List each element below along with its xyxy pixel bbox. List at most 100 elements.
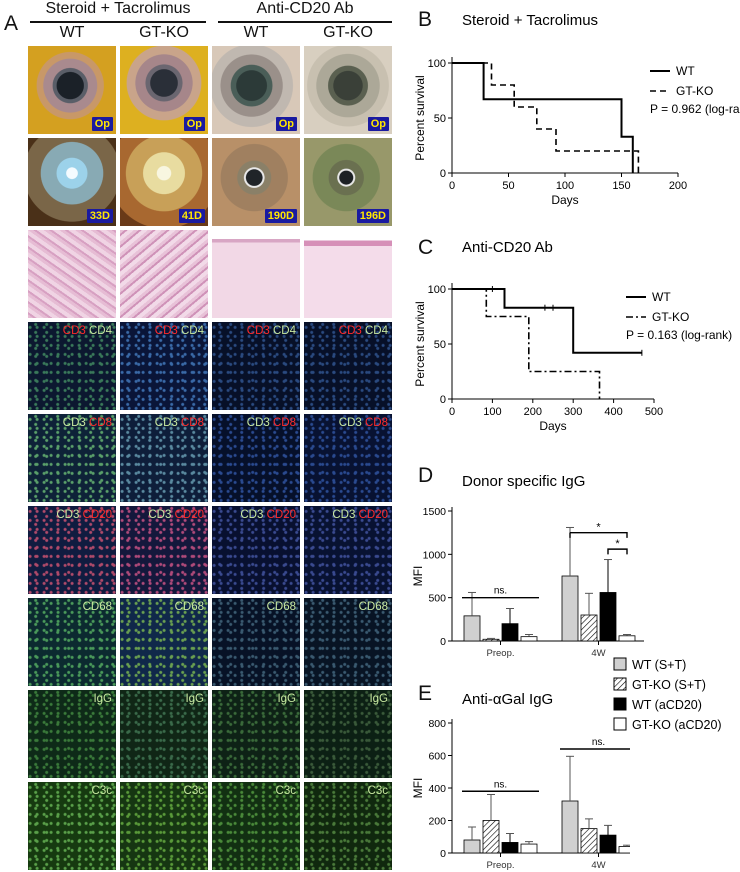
photo-tag: Op [91,117,113,131]
x-axis-label: Days [539,419,566,433]
stain-marker: CD68 [82,601,112,613]
y-tick-label: 50 [434,113,446,125]
y-tick-label: 0 [440,636,446,648]
photo-tag: 190D [264,209,297,223]
x-tick-label: 100 [483,406,501,418]
fluorescence-image: CD68 [304,598,392,686]
y-tick-label: 200 [428,816,446,828]
stain-marker: CD3 [240,509,264,521]
stain-marker: CD20 [79,509,112,521]
histology-he-gtko-acd20 [304,230,392,318]
bar-gt-ko-acd20- [520,636,538,642]
significance-label: * [615,538,620,550]
fluorescence-image: C3c [120,782,208,870]
survival-curve-gt-ko [452,288,601,399]
bar-wt-acd20- [501,623,519,642]
fluorescence-image: CD3 CD20 [120,506,208,594]
photo-tag: 33D [86,209,113,223]
stain-marker: CD4 [85,325,112,337]
chart-title: Anti-αGal IgG [462,691,553,708]
x-tick-label: 300 [564,406,582,418]
photo-tag: Op [183,117,205,131]
stain-marker: CD8 [85,417,112,429]
x-tick-label: Preop. [487,648,515,659]
x-tick-label: 500 [645,406,663,418]
stain-marker: CD20 [171,509,204,521]
y-tick-label: 800 [428,718,446,730]
stain-marker: CD3 [246,325,270,337]
histology-he-wt-st [28,230,116,318]
fluorescence-image: IgG [120,690,208,778]
legend-label: WT [676,64,695,78]
group-header-antiCD20: Anti-CD20 Ab [256,0,354,17]
chart-title: Donor specific IgG [462,473,585,490]
histology-he-gtko-st [120,230,208,318]
stain-label: CD3 CD8 [247,417,296,429]
photo-tag: Op [367,117,389,131]
fluorescence-image: CD3 CD8 [120,414,208,502]
column-label-gtko-st: GT-KO [139,24,189,41]
stain-marker: CD68 [358,601,388,613]
stain-marker: C3c [275,785,296,797]
stain-marker: CD3 [246,417,270,429]
stain-marker: CD3 [154,417,178,429]
stain-label: CD3 CD20 [240,509,296,521]
panel-label-b: B [418,8,433,31]
fluorescence-image: IgG [28,690,116,778]
y-tick-label: 0 [440,848,446,860]
legend-label: WT [652,290,671,304]
bar-gt-ko-s-t- [580,828,598,854]
legend-swatch-wt-st [613,657,627,671]
legend-label: WT (S+T) [632,658,686,672]
bar-gt-ko-s-t- [482,638,500,642]
eye-photo-gtko-acd20-196d: 196D [304,138,392,226]
eye-photo-wt-st-op: Op [28,46,116,134]
significance-label: ns. [592,737,605,748]
x-tick-label: 100 [556,180,574,192]
photo-tag: 41D [178,209,205,223]
stain-label: CD3 CD8 [63,417,112,429]
legend-label: GT-KO (S+T) [632,678,706,692]
fluorescence-image: C3c [304,782,392,870]
x-tick-label: 50 [502,180,514,192]
fluorescence-image: CD3 CD8 [304,414,392,502]
p-value-annotation: P = 0.962 (log-rank) [650,102,740,116]
stain-marker: CD8 [177,417,204,429]
stain-marker: CD20 [263,509,296,521]
stain-label: CD68 [83,601,112,613]
stain-label: C3c [276,785,296,797]
fluorescence-image: CD68 [212,598,300,686]
stain-label: CD3 CD4 [63,325,112,337]
x-tick-label: Preop. [487,860,515,871]
panel-label-e: E [418,682,433,705]
group-underline-steroid [30,21,206,23]
fluorescence-image: CD3 CD4 [304,322,392,410]
x-tick-label: 200 [669,180,687,192]
bar-wt-s-t- [561,575,579,642]
stain-marker: IgG [277,693,296,705]
stain-marker: IgG [185,693,204,705]
x-tick-label: 0 [449,406,455,418]
stain-marker: CD3 [62,325,86,337]
y-tick-label: 1000 [423,549,447,561]
panel-label-c: C [418,236,434,259]
group-header-steroid: Steroid + Tacrolimus [45,0,191,17]
y-tick-label: 0 [440,168,446,180]
stain-marker: CD4 [177,325,204,337]
stain-marker: CD3 [338,417,362,429]
stain-label: IgG [93,693,112,705]
stain-label: C3c [92,785,112,797]
bar-legend: WT (S+T) GT-KO (S+T) WT (aCD20) GT-KO (a… [612,655,740,742]
survival-curve-wt [452,62,634,173]
eye-photo-gtko-st-op: Op [120,46,208,134]
stain-label: IgG [369,693,388,705]
fluorescence-image: IgG [212,690,300,778]
stain-label: C3c [368,785,388,797]
y-axis-label: Percent survival [413,301,427,386]
legend-swatch-gtko-st [613,677,627,691]
stain-marker: CD4 [269,325,296,337]
panel-label-a: A [4,12,19,35]
chart-title: Anti-CD20 Ab [462,239,553,256]
bar-gt-ko-s-t- [580,614,598,642]
